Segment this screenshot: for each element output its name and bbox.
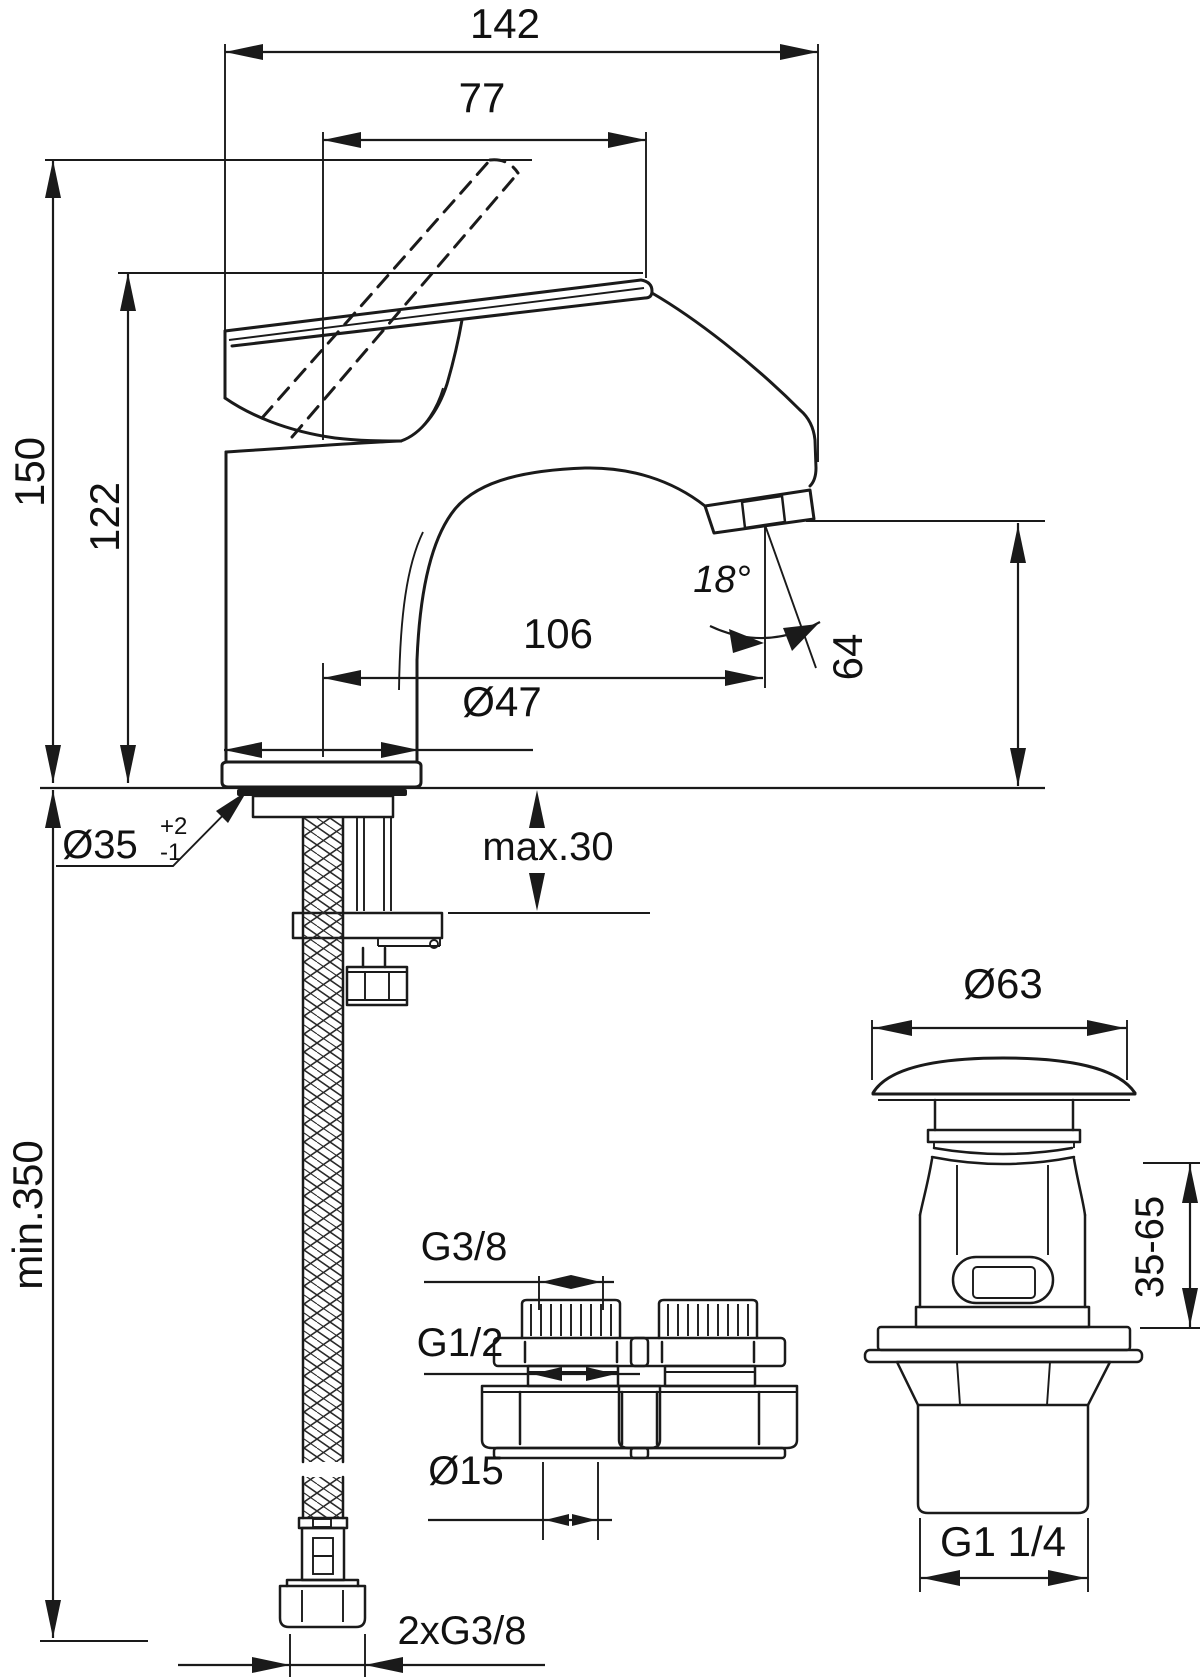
dimension-hose-clearance: min.350	[4, 790, 148, 1642]
fastening-set	[291, 911, 444, 1007]
supply-hose	[278, 816, 367, 1629]
arrow-right-icon	[780, 44, 818, 60]
arrow-right-icon	[381, 742, 419, 758]
arrow-up-icon	[45, 160, 61, 198]
dim-spout-reach-label: 106	[523, 610, 593, 657]
dimension-spout-reach: 106	[322, 610, 763, 757]
arc-arrow-icon	[783, 624, 818, 651]
dim-waste-clamp-range-label: 35-65	[1128, 1196, 1172, 1298]
dimension-overall-width: 142	[224, 0, 819, 462]
arrow-right-icon	[586, 1367, 616, 1381]
dim-fitting-pipe-label: Ø15	[428, 1449, 504, 1493]
dim-hole-tol-upper: +2	[160, 813, 187, 840]
dimension-overall-height: 150	[6, 159, 532, 783]
arrow-up-icon	[45, 790, 61, 828]
arrow-left-icon	[532, 1367, 562, 1381]
aerator	[703, 488, 816, 535]
arrow-left-icon	[323, 670, 361, 686]
arrow-down-icon	[1182, 1288, 1198, 1326]
dimension-hole-diameter: Ø35 +2 -1	[56, 791, 247, 867]
dim-spout-angle-label: 18°	[693, 559, 750, 601]
arrow-right-icon	[571, 1275, 601, 1289]
arrow-down-icon	[1010, 748, 1026, 786]
dim-body-height-label: 122	[81, 482, 128, 552]
dimension-spout-angle: 18°	[693, 524, 821, 688]
arrow-down-icon	[45, 1600, 61, 1638]
dim-hole-tol-lower: -1	[160, 839, 181, 866]
dimension-deck-thickness: max.30	[448, 790, 650, 914]
dimension-outlet-height: 64	[806, 520, 1045, 786]
arrow-down-icon	[120, 745, 136, 783]
arrow-down-icon	[45, 745, 61, 783]
dim-hole-diameter-label: Ø35	[62, 823, 138, 867]
hose-end-fitting	[278, 1516, 367, 1629]
arrow-left-icon	[874, 1020, 912, 1036]
dim-overall-width-label: 142	[470, 0, 540, 47]
arrow-left-icon	[545, 1514, 569, 1526]
dim-hose-clearance-label: min.350	[4, 1140, 51, 1289]
dimension-base-diameter: Ø47	[224, 678, 542, 758]
waste-hex-nut	[895, 1360, 1112, 1407]
dimension-waste-thread: G1 1/4	[919, 1518, 1089, 1592]
hose-braid	[304, 818, 342, 1462]
leader-arrow-icon	[216, 791, 247, 823]
dimension-fitting-pipe: Ø15	[428, 1449, 612, 1540]
dim-lever-reach-label: 77	[459, 74, 506, 121]
arrow-left-icon	[224, 742, 262, 758]
arrow-left-icon	[323, 132, 361, 148]
arrow-right-icon	[1087, 1020, 1125, 1036]
dimension-fitting-thread-top: G3/8	[421, 1225, 614, 1310]
dimension-lever-reach: 77	[322, 74, 647, 440]
arrow-left-icon	[365, 1657, 403, 1673]
dim-waste-thread-label: G1 1/4	[940, 1518, 1066, 1565]
dim-fitting-thread-top-label: G3/8	[421, 1225, 508, 1269]
faucet-lever	[223, 278, 654, 348]
arc-arrow-icon	[729, 629, 764, 653]
overflow-slot	[951, 1255, 1055, 1305]
arrow-right-icon	[572, 1514, 596, 1526]
arrow-right-icon	[725, 670, 763, 686]
dimension-waste-cap-diameter: Ø63	[871, 960, 1128, 1080]
dim-base-diameter-label: Ø47	[462, 678, 541, 725]
waste-tailpipe	[916, 1403, 1090, 1515]
dim-waste-cap-diameter-label: Ø63	[963, 960, 1042, 1007]
dim-overall-height-label: 150	[6, 437, 53, 507]
dim-fitting-thread-mid-label: G1/2	[417, 1321, 504, 1365]
arrow-right-icon	[1048, 1570, 1086, 1586]
dim-deck-thickness-label: max.30	[482, 825, 613, 869]
arrow-right-icon	[608, 132, 646, 148]
waste-drain-assembly	[863, 1056, 1144, 1515]
dim-hose-connections-label: 2xG3/8	[398, 1609, 527, 1653]
arrow-up-icon	[1010, 525, 1026, 563]
faucet-base	[220, 760, 423, 911]
arrow-down-icon	[529, 873, 545, 911]
faucet-lever-raised-dashed	[260, 158, 520, 439]
dimension-hose-connections: 2xG3/8	[178, 1609, 545, 1677]
arrow-right-icon	[252, 1657, 290, 1673]
dimension-body-height: 122	[81, 272, 643, 783]
base-gasket	[237, 789, 407, 796]
hose-nut	[278, 1584, 367, 1629]
adapter-fittings	[480, 1298, 799, 1460]
waste-cap	[871, 1056, 1137, 1101]
waste-body	[863, 1098, 1144, 1515]
dimension-waste-clamp-range: 35-65	[1128, 1162, 1200, 1329]
mounting-shank	[251, 794, 395, 819]
dim-outlet-height-label: 64	[824, 634, 871, 681]
arrow-left-icon	[922, 1570, 960, 1586]
arrow-up-icon	[120, 273, 136, 311]
arrow-up-icon	[529, 790, 545, 828]
arrow-up-icon	[1182, 1165, 1198, 1203]
arrow-left-icon	[541, 1275, 571, 1289]
arrow-left-icon	[225, 44, 263, 60]
mounting-studs	[356, 817, 392, 911]
dimension-fitting-thread-mid: G1/2	[417, 1321, 640, 1381]
